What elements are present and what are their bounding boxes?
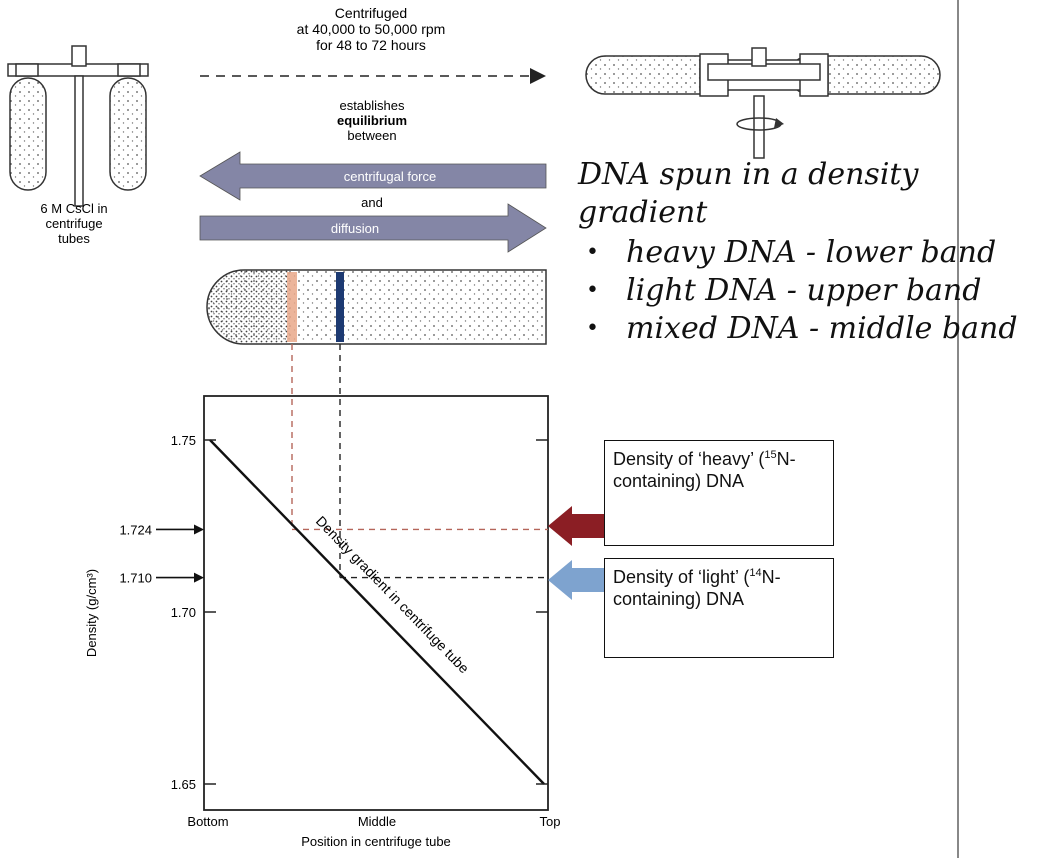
notes-panel: DNA spun in a density gradient heavy DNA… xyxy=(578,156,1028,348)
y-axis-label: Density (g/cm³) xyxy=(84,569,99,657)
y-axis: 1.65 1.70 1.75 xyxy=(171,433,548,792)
establishes-label: establishes xyxy=(339,98,405,113)
centrifuge-arrowhead xyxy=(530,68,546,84)
heavy-callout-arrow xyxy=(548,506,604,546)
callout-heavy-dna: Density of ‘heavy’ (15N-containing) DNA xyxy=(604,440,834,546)
centrifuged-line3: for 48 to 72 hours xyxy=(316,37,426,53)
y-tick-label: 1.70 xyxy=(171,605,196,620)
callout-light-suffix: N-containing) DNA xyxy=(613,567,781,609)
callout-light-isotope: 14 xyxy=(749,567,762,579)
light-callout-arrow xyxy=(548,560,604,600)
between-label: between xyxy=(347,128,396,143)
x-axis-label: Position in centrifuge tube xyxy=(301,834,451,849)
notes-list: heavy DNA - lower band light DNA - upper… xyxy=(578,234,1028,348)
y-tick-label: 1.75 xyxy=(171,433,196,448)
centrifugal-force-arrow xyxy=(199,151,547,201)
heavy-dna-band xyxy=(287,272,297,342)
x-tick-label-bottom: Bottom xyxy=(187,814,228,829)
horizontal-tube xyxy=(206,269,547,345)
notes-item-light: light DNA - upper band xyxy=(586,272,1028,310)
callout-light-dna: Density of ‘light’ (14N-containing) DNA xyxy=(604,558,834,658)
density-gradient-line xyxy=(209,439,545,785)
callout-heavy-suffix: N-containing) DNA xyxy=(613,449,796,491)
and-label: and xyxy=(361,195,383,210)
tube-label-line1: 6 M CsCl in xyxy=(40,201,107,216)
marker-arrowhead-heavy xyxy=(194,524,204,535)
notes-item-heavy: heavy DNA - lower band xyxy=(586,234,1028,272)
centrifugal-force-label: centrifugal force xyxy=(344,169,437,184)
callout-heavy-isotope: 15 xyxy=(764,449,777,461)
rotor-vertical-tubes xyxy=(7,45,149,207)
callout-light-prefix: Density of ‘light’ ( xyxy=(613,567,750,587)
marker-label-heavy: 1.724 xyxy=(119,522,152,537)
x-tick-label-middle: Middle xyxy=(358,814,396,829)
marker-label-light: 1.710 xyxy=(119,571,152,586)
diffusion-label: diffusion xyxy=(331,221,379,236)
y-tick-label: 1.65 xyxy=(171,777,196,792)
callout-heavy-prefix: Density of ‘heavy’ ( xyxy=(613,449,765,469)
centrifuged-line1: Centrifuged xyxy=(335,5,407,21)
notes-heading: DNA spun in a density gradient xyxy=(578,157,919,230)
tube-label-line2: centrifuge xyxy=(45,216,102,231)
notes-item-mixed: mixed DNA - middle band xyxy=(586,310,1028,348)
rotor-horizontal-tubes xyxy=(585,47,941,159)
tube-label-line3: tubes xyxy=(58,231,90,246)
chart-frame xyxy=(203,395,549,811)
density-markers: 1.724 1.710 xyxy=(119,522,204,586)
marker-arrowhead-light xyxy=(194,572,204,583)
equilibrium-label: equilibrium xyxy=(337,113,407,128)
centrifuged-line2: at 40,000 to 50,000 rpm xyxy=(297,21,446,37)
gradient-line-label: Density gradient in centrifuge tube xyxy=(313,513,473,677)
diffusion-arrow xyxy=(199,203,547,253)
x-tick-label-top: Top xyxy=(540,814,561,829)
light-dna-band xyxy=(336,272,344,342)
